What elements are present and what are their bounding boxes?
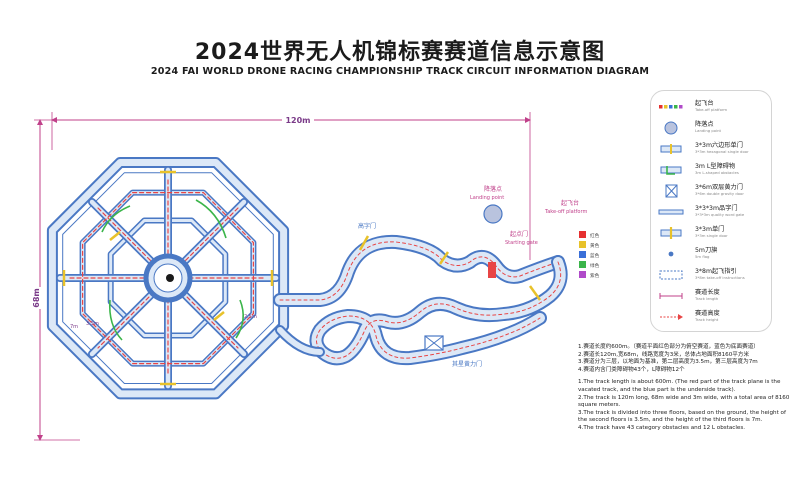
label-7m: 7m (70, 324, 78, 330)
height-dimension: 68m (30, 119, 80, 441)
legend-quality-gate-cn: 3*3*3m品字门 (695, 205, 738, 212)
note-en-4: 4.The track have 43 category obstacles a… (578, 424, 746, 431)
legend-single-gate-en: 3*3m single door (695, 233, 728, 238)
legend-track-height-cn: 赛道高度 (695, 310, 720, 317)
swatch-blue-label: 蓝色 (590, 252, 600, 259)
diagram-title-en: 2024 FAI WORLD DRONE RACING CHAMPIONSHIP… (150, 66, 650, 77)
legend-track-length-en: Track length (695, 296, 719, 301)
takeoff-label-cn: 起飞台 (561, 199, 579, 207)
legend-row-hexagonal: 3*3m六边形单门 3*3m hexagonal single door (651, 139, 771, 161)
legend-l-obstacle-cn: 3m L型障碍物 (695, 163, 736, 170)
legend-guide-en: 3*8m take-off instructions (695, 275, 745, 280)
track-height-icon (660, 314, 683, 320)
legend-row-takeoff: 起飞台 Take-off platform (651, 97, 771, 119)
swatch-yellow (579, 241, 586, 248)
legend-landing-en: Landing point (695, 128, 722, 133)
flag-icon (668, 251, 674, 257)
legend-guide-cn: 3*8m起飞指引 (695, 268, 737, 275)
guide-icon (659, 270, 683, 280)
width-label: 120m (285, 116, 310, 125)
legend-flag-cn: 5m刀旗 (695, 247, 718, 254)
swatch-yellow-label: 黄色 (590, 242, 600, 249)
legend-row-double-gate: 3*6m双层黄力门 3*6m double gravity door (651, 181, 771, 203)
note-cn-3: 3.赛道分为三层，以地面为基准，第二层高度为3.5m，第三层高度为7m (578, 359, 758, 366)
quality-gate-icon (658, 209, 684, 215)
takeoff-label-en: Take-off platform (544, 209, 587, 215)
legend-hexagonal-en: 3*3m hexagonal single door (695, 149, 749, 154)
single-gate-icon (660, 227, 682, 239)
starting-gate-icon (488, 262, 496, 278)
legend-landing-cn: 降落点 (695, 121, 714, 128)
legend-track-height-en: Track height (695, 317, 719, 322)
legend-single-gate-cn: 3*3m单门 (695, 226, 725, 233)
quality-gate-label: 其星黄力门 (452, 360, 482, 368)
landing-point-label-en: Landing point (470, 195, 504, 201)
l-obstacles (101, 199, 244, 341)
legend-flag-en: 5m flag (695, 254, 710, 259)
width-dimension: 120m (51, 112, 531, 260)
legend-double-gate-en: 3*6m double gravity door (695, 191, 744, 196)
legend-row-quality-gate: 3*3*3m品字门 3*3*3m quality word gate (651, 202, 771, 224)
octagon-hub (143, 253, 193, 303)
legend-track-length-cn: 赛道长度 (695, 289, 720, 296)
legend-hexagonal-cn: 3*3m六边形单门 (695, 142, 743, 149)
l-obstacle-icon (660, 166, 682, 175)
legend-row-track-length: 赛道长度 Track length (651, 286, 771, 308)
takeoff-swatches: 红色 黄色 蓝色 绿色 紫色 (579, 231, 600, 279)
swatch-green (579, 261, 586, 268)
swatch-purple (579, 271, 586, 278)
note-en-3: 3.The track is divided into three floors… (578, 409, 786, 424)
legend-row-track-height: 赛道高度 Track height (651, 307, 771, 329)
note-cn-1: 1.赛道长度约600m。（赛道平面红色部分为俯空赛道，蓝色为底面赛道） (578, 344, 759, 350)
swatch-purple-label: 紫色 (590, 272, 600, 279)
swatch-red-label: 红色 (590, 232, 600, 239)
legend-double-gate-cn: 3*6m双层黄力门 (695, 184, 743, 191)
swatch-blue (579, 251, 586, 258)
legend-panel: 起飞台 Take-off platform 降落点 Landing point … (650, 90, 772, 332)
swatch-red (579, 231, 586, 238)
note-cn-4: 4.赛道内含门类障碍物43个，L障碍物12个 (578, 366, 685, 373)
starting-gate-label-cn: 起点门 (510, 230, 528, 238)
landing-point-label-cn: 降落点 (484, 185, 502, 193)
note-cn-2: 2.赛道长120m,宽68m，线路宽度为3米，总体占地面积8160平方米 (578, 351, 750, 358)
note-en-2: 2.The track is 120m long, 68m wide and 3… (578, 394, 790, 409)
takeoff-platform-icon (659, 105, 683, 109)
hexagonal-gates (62, 170, 274, 386)
legend-row-guide: 3*8m起飞指引 3*8m take-off instructions (651, 265, 771, 287)
note-en-1: 1.The track length is about 600m. (The r… (578, 379, 781, 393)
track-length-icon (659, 293, 683, 299)
h-gate-label: 高字门 (358, 222, 376, 230)
landing-point-icon (483, 204, 503, 224)
landing-point-icon (664, 121, 678, 135)
serpentine-gates (358, 235, 542, 351)
legend-row-l-obstacle: 3m L型障碍物 3m L-shaped obstacles (651, 160, 771, 182)
starting-gate-label-en: Starting gate (505, 240, 538, 246)
legend-row-flag: 5m刀旗 5m flag (651, 244, 771, 266)
swatch-green-label: 绿色 (590, 262, 600, 269)
legend-quality-gate-en: 3*3*3m quality word gate (695, 212, 745, 217)
legend-takeoff-en: Take-off platform (695, 107, 728, 112)
legend-row-single-gate: 3*3m单门 3*3m single door (651, 223, 771, 245)
legend-l-obstacle-en: 3m L-shaped obstacles (695, 170, 739, 175)
hub-marker-icon (166, 274, 174, 282)
height-label: 68m (32, 288, 41, 307)
serpentine-track (273, 234, 568, 366)
legend-takeoff-cn: 起飞台 (695, 100, 714, 107)
diagram-title-cn: 2024世界无人机锦标赛赛道信息示意图 (194, 40, 606, 65)
label-2-5m: 2.5m (244, 314, 257, 320)
double-gate-icon (665, 184, 678, 198)
label-3-5m: 3.5m (86, 321, 99, 327)
legend-row-landing: 降落点 Landing point (651, 118, 771, 140)
hexagonal-gate-icon (660, 144, 682, 154)
track-notes: 1.赛道长度约600m。（赛道平面红色部分为俯空赛道，蓝色为底面赛道） 2.赛道… (578, 344, 793, 433)
